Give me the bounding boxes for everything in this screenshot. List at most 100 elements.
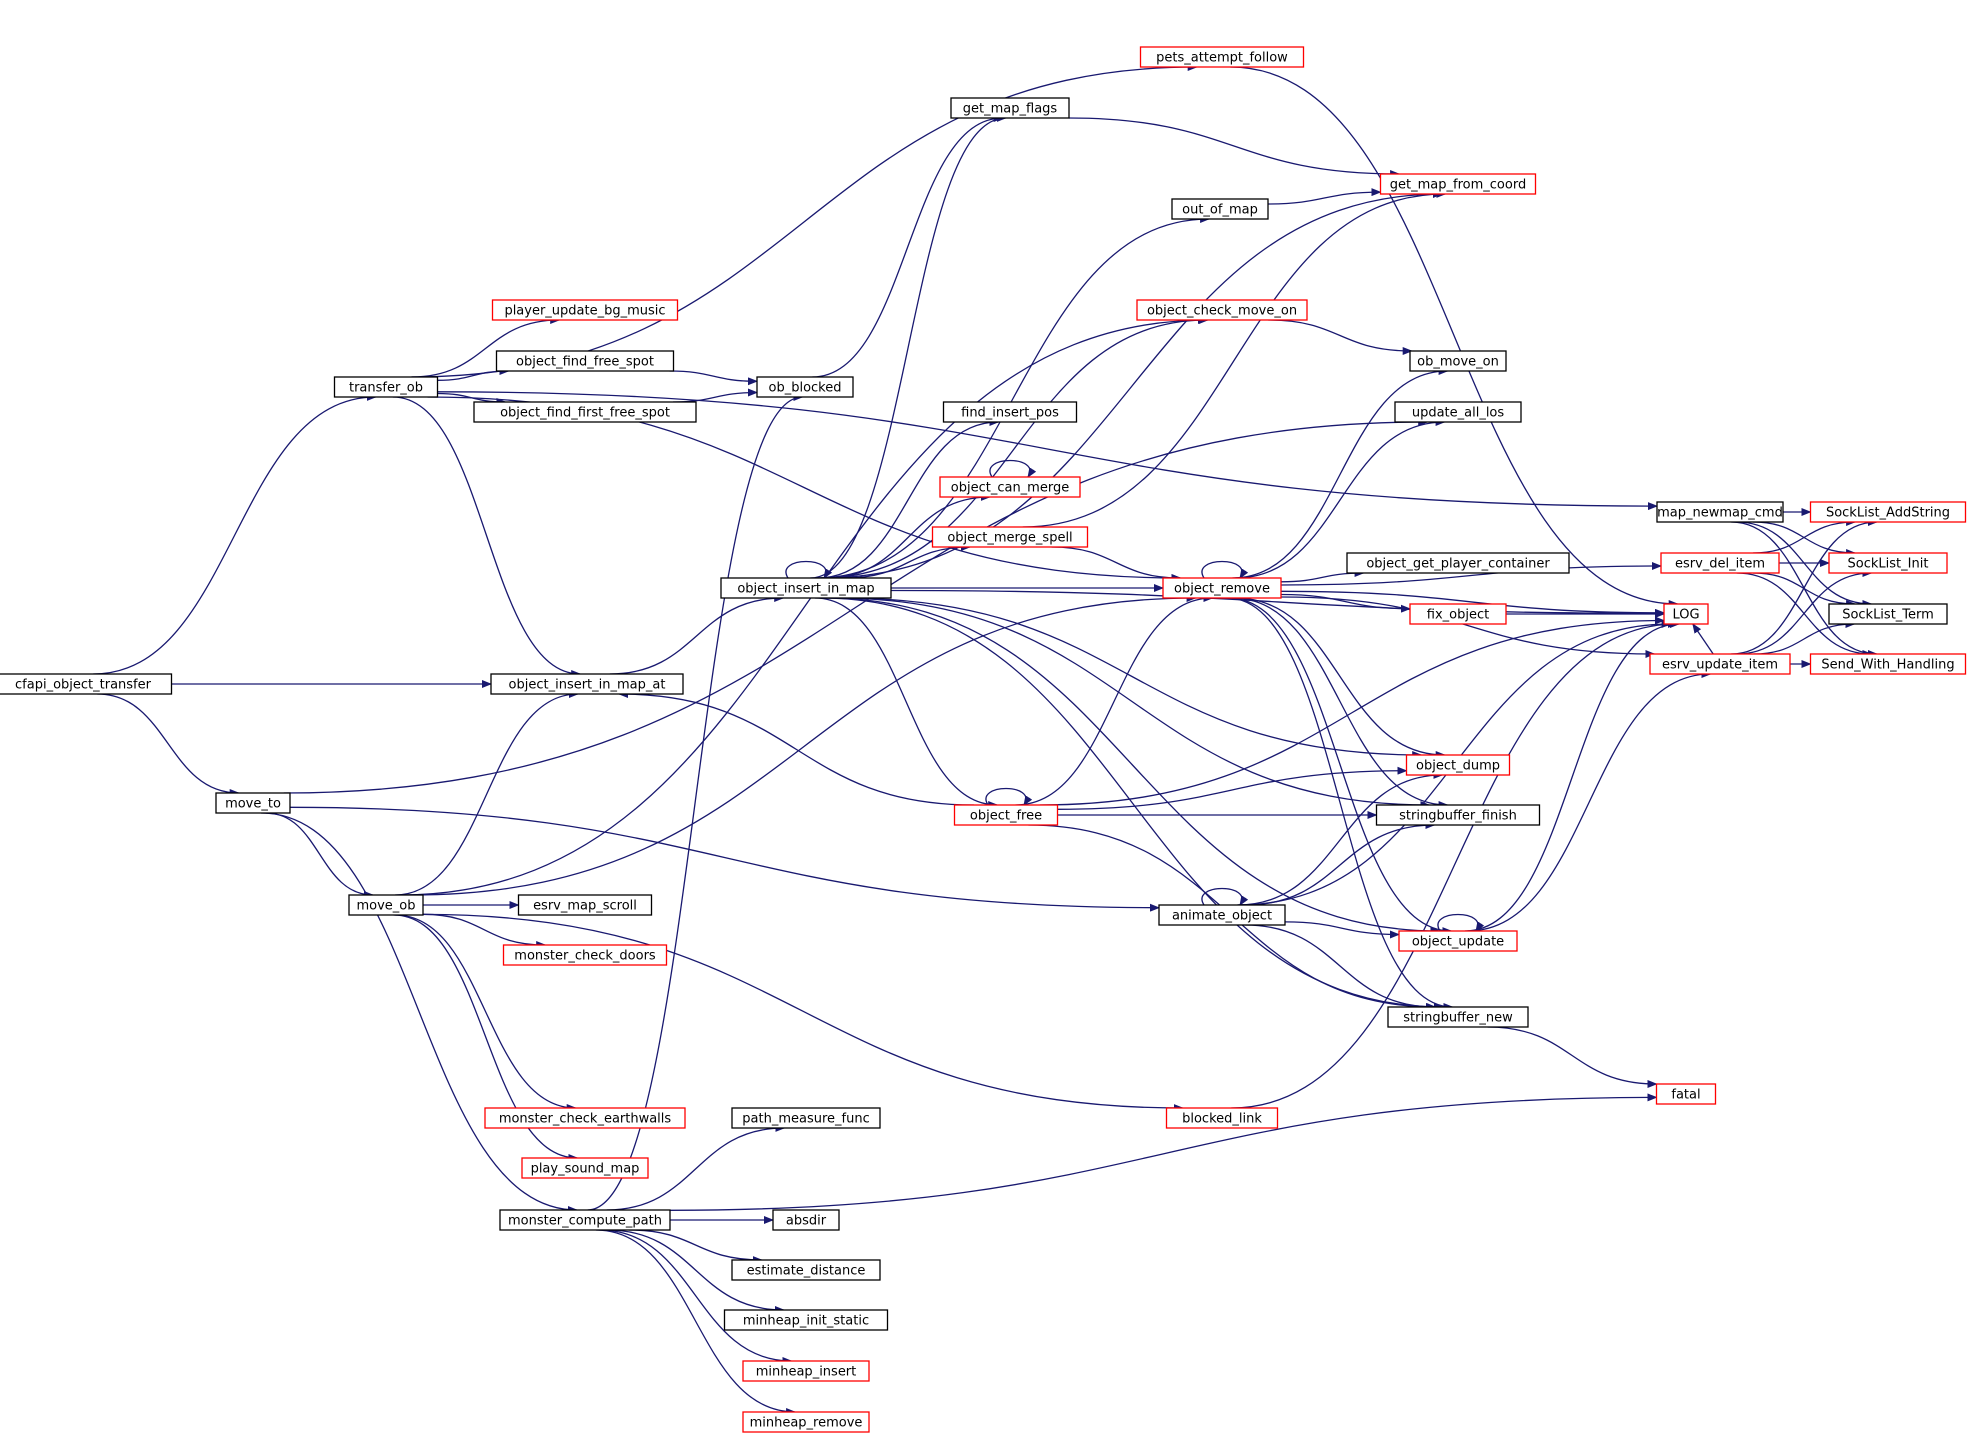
node-box-ob_move_on[interactable] (1409, 350, 1507, 372)
node-box-object_remove[interactable] (1162, 577, 1282, 599)
node-object_update[interactable]: object_update (1398, 930, 1518, 952)
node-object_dump[interactable]: object_dump (1405, 754, 1511, 776)
node-box-estimate_distance[interactable] (731, 1259, 881, 1281)
node-minheap_init_static[interactable]: minheap_init_static (723, 1309, 889, 1331)
node-box-ob_blocked[interactable] (756, 376, 854, 398)
node-object_free[interactable]: object_free (953, 804, 1059, 826)
node-box-out_of_map[interactable] (1171, 198, 1269, 220)
node-box-LOG[interactable] (1663, 603, 1709, 625)
node-blocked_link[interactable]: blocked_link (1165, 1107, 1279, 1129)
node-box-absdir[interactable] (772, 1209, 840, 1231)
node-box-minheap_insert[interactable] (742, 1360, 870, 1382)
node-get_map_flags[interactable]: get_map_flags (950, 97, 1070, 119)
node-box-monster_check_doors[interactable] (502, 944, 668, 966)
node-path_measure_func[interactable]: path_measure_func (731, 1107, 881, 1129)
node-object_get_player_container[interactable]: object_get_player_container (1346, 552, 1570, 574)
node-box-cfapi_object_transfer[interactable] (0, 673, 173, 695)
node-pets_attempt_follow[interactable]: pets_attempt_follow (1139, 46, 1305, 68)
node-cfapi_object_transfer[interactable]: cfapi_object_transfer (0, 673, 173, 695)
node-estimate_distance[interactable]: estimate_distance (731, 1259, 881, 1281)
node-box-esrv_del_item[interactable] (1660, 552, 1780, 574)
node-find_insert_pos[interactable]: find_insert_pos (942, 401, 1078, 423)
node-esrv_update_item[interactable]: esrv_update_item (1649, 653, 1791, 675)
node-box-map_newmap_cmd[interactable] (1656, 501, 1784, 523)
node-box-object_find_first_free_spot[interactable] (473, 401, 697, 423)
node-box-object_merge_spell[interactable] (931, 526, 1089, 548)
node-stringbuffer_finish[interactable]: stringbuffer_finish (1375, 804, 1541, 826)
node-box-play_sound_map[interactable] (521, 1157, 649, 1179)
node-monster_check_doors[interactable]: monster_check_doors (502, 944, 668, 966)
node-box-Send_With_Handling[interactable] (1809, 653, 1967, 675)
node-box-find_insert_pos[interactable] (942, 401, 1078, 423)
node-stringbuffer_new[interactable]: stringbuffer_new (1387, 1006, 1529, 1028)
node-animate_object[interactable]: animate_object (1158, 904, 1286, 926)
node-box-object_get_player_container[interactable] (1346, 552, 1570, 574)
node-SockList_Init[interactable]: SockList_Init (1828, 552, 1948, 574)
node-box-get_map_flags[interactable] (950, 97, 1070, 119)
node-box-esrv_update_item[interactable] (1649, 653, 1791, 675)
node-box-update_all_los[interactable] (1394, 401, 1522, 423)
node-object_merge_spell[interactable]: object_merge_spell (931, 526, 1089, 548)
node-box-fix_object[interactable] (1409, 603, 1507, 625)
node-box-transfer_ob[interactable] (333, 376, 439, 398)
node-ob_move_on[interactable]: ob_move_on (1409, 350, 1507, 372)
node-fix_object[interactable]: fix_object (1409, 603, 1507, 625)
node-box-move_ob[interactable] (348, 894, 424, 916)
node-monster_compute_path[interactable]: monster_compute_path (499, 1209, 671, 1231)
node-object_insert_in_map_at[interactable]: object_insert_in_map_at (490, 673, 684, 695)
node-SockList_Term[interactable]: SockList_Term (1828, 603, 1948, 625)
node-minheap_remove[interactable]: minheap_remove (742, 1411, 870, 1433)
node-update_all_los[interactable]: update_all_los (1394, 401, 1522, 423)
node-box-stringbuffer_new[interactable] (1387, 1006, 1529, 1028)
node-player_update_bg_music[interactable]: player_update_bg_music (491, 299, 679, 321)
node-box-animate_object[interactable] (1158, 904, 1286, 926)
node-absdir[interactable]: absdir (772, 1209, 840, 1231)
node-box-monster_compute_path[interactable] (499, 1209, 671, 1231)
node-box-object_insert_in_map_at[interactable] (490, 673, 684, 695)
node-box-pets_attempt_follow[interactable] (1139, 46, 1305, 68)
node-box-blocked_link[interactable] (1165, 1107, 1279, 1129)
node-minheap_insert[interactable]: minheap_insert (742, 1360, 870, 1382)
node-esrv_del_item[interactable]: esrv_del_item (1660, 552, 1780, 574)
node-box-object_find_free_spot[interactable] (495, 350, 675, 372)
node-box-object_update[interactable] (1398, 930, 1518, 952)
node-fatal[interactable]: fatal (1655, 1083, 1717, 1105)
node-SockList_AddString[interactable]: SockList_AddString (1809, 501, 1967, 523)
node-box-esrv_map_scroll[interactable] (517, 894, 653, 916)
node-box-fatal[interactable] (1655, 1083, 1717, 1105)
node-esrv_map_scroll[interactable]: esrv_map_scroll (517, 894, 653, 916)
node-LOG[interactable]: LOG (1663, 603, 1709, 625)
node-object_find_first_free_spot[interactable]: object_find_first_free_spot (473, 401, 697, 423)
node-Send_With_Handling[interactable]: Send_With_Handling (1809, 653, 1967, 675)
node-box-move_to[interactable] (215, 792, 291, 814)
node-play_sound_map[interactable]: play_sound_map (521, 1157, 649, 1179)
node-box-SockList_AddString[interactable] (1809, 501, 1967, 523)
node-object_remove[interactable]: object_remove (1162, 577, 1282, 599)
node-box-object_free[interactable] (953, 804, 1059, 826)
node-ob_blocked[interactable]: ob_blocked (756, 376, 854, 398)
node-object_can_merge[interactable]: object_can_merge (939, 476, 1081, 498)
node-move_to[interactable]: move_to (215, 792, 291, 814)
node-box-minheap_init_static[interactable] (723, 1309, 889, 1331)
node-box-SockList_Term[interactable] (1828, 603, 1948, 625)
node-box-get_map_from_coord[interactable] (1379, 173, 1537, 195)
node-map_newmap_cmd[interactable]: map_newmap_cmd (1656, 501, 1784, 523)
node-object_insert_in_map[interactable]: object_insert_in_map (720, 577, 892, 599)
node-box-object_insert_in_map[interactable] (720, 577, 892, 599)
node-object_find_free_spot[interactable]: object_find_free_spot (495, 350, 675, 372)
node-object_check_move_on[interactable]: object_check_move_on (1136, 299, 1308, 321)
node-box-object_check_move_on[interactable] (1136, 299, 1308, 321)
node-box-monster_check_earthwalls[interactable] (484, 1107, 686, 1129)
node-box-stringbuffer_finish[interactable] (1375, 804, 1541, 826)
node-out_of_map[interactable]: out_of_map (1171, 198, 1269, 220)
node-box-SockList_Init[interactable] (1828, 552, 1948, 574)
node-move_ob[interactable]: move_ob (348, 894, 424, 916)
node-transfer_ob[interactable]: transfer_ob (333, 376, 439, 398)
node-monster_check_earthwalls[interactable]: monster_check_earthwalls (484, 1107, 686, 1129)
node-box-path_measure_func[interactable] (731, 1107, 881, 1129)
node-box-object_can_merge[interactable] (939, 476, 1081, 498)
node-get_map_from_coord[interactable]: get_map_from_coord (1379, 173, 1537, 195)
node-box-object_dump[interactable] (1405, 754, 1511, 776)
node-box-minheap_remove[interactable] (742, 1411, 870, 1433)
node-box-player_update_bg_music[interactable] (491, 299, 679, 321)
